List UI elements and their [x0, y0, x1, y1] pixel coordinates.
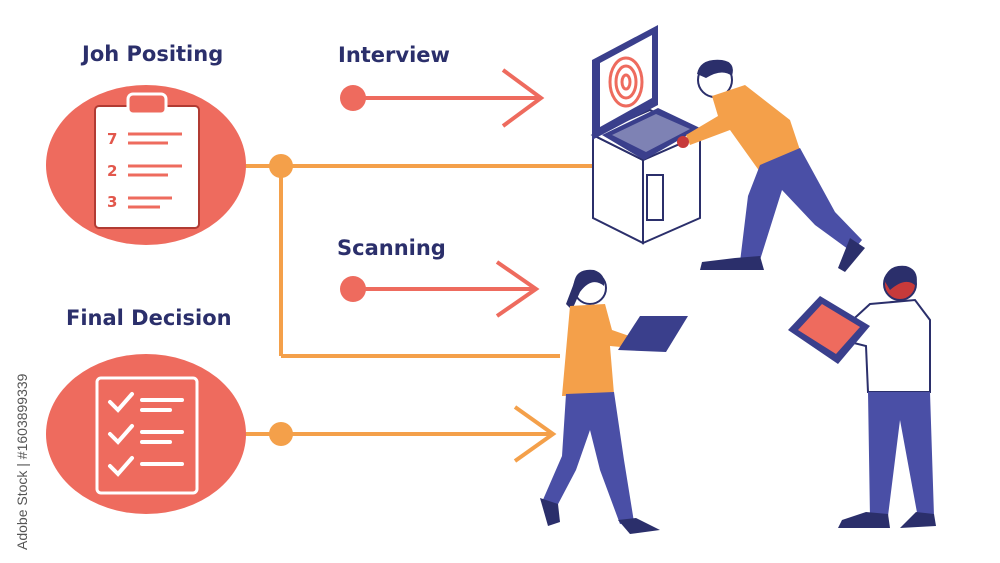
clipboard-number-3: 3: [107, 193, 117, 211]
final-decision-icon: [46, 354, 246, 514]
label-scanning: Scanning: [337, 236, 446, 260]
man-with-tablet: [788, 265, 936, 528]
junction-dot: [269, 154, 293, 178]
clipboard-number-2: 2: [107, 162, 117, 180]
stock-watermark: Adobe Stock | #1603899339: [14, 373, 30, 550]
man-at-computer: [677, 59, 865, 272]
woman-with-tablet: [540, 269, 688, 534]
label-job-positing: Joh Positing: [82, 42, 224, 66]
label-interview: Interview: [338, 43, 450, 67]
arrowhead-decision: [513, 405, 557, 463]
label-final-decision: Final Decision: [66, 306, 232, 330]
scanning-arrow: [340, 260, 540, 318]
connector-lines: [240, 164, 600, 463]
clipboard-number-1: 7: [107, 130, 117, 148]
interview-arrow: [340, 68, 545, 128]
decision-dot: [269, 422, 293, 446]
computer-kiosk: [590, 25, 703, 245]
job-posting-icon: 7 2 3: [46, 85, 246, 245]
